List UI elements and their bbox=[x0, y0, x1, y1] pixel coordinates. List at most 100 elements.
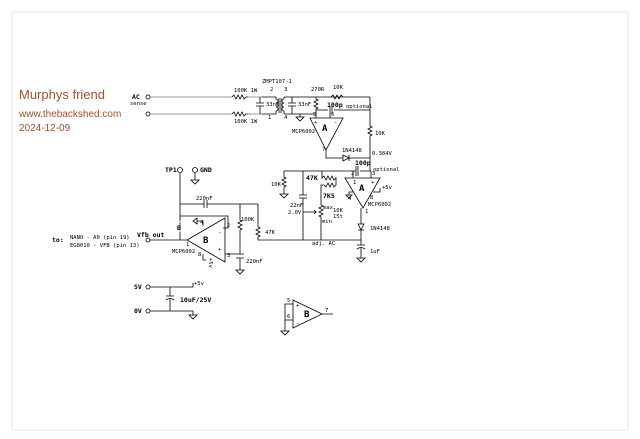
t-pin4: 4 bbox=[284, 115, 288, 121]
opb-box-label: B bbox=[177, 224, 181, 232]
ac-label: AC bbox=[132, 93, 140, 101]
t-pin2: 2 bbox=[270, 87, 273, 93]
cap-33nf-b-label: 33nF bbox=[298, 102, 311, 108]
r-10k-left bbox=[279, 171, 289, 199]
opb-pin4: 4 bbox=[200, 220, 204, 226]
ac-input-section: AC sense 100K 1W 100K 1W 33nF bbox=[130, 88, 279, 125]
cap-100p-b-label: 100p bbox=[355, 159, 371, 167]
t-pin3: 3 bbox=[284, 87, 287, 93]
cap-1uf-label: 1uF bbox=[370, 249, 380, 255]
v0-label: 0V bbox=[134, 307, 142, 315]
tp1-label: TP1 bbox=[165, 166, 177, 174]
p5v-label: +5v bbox=[194, 281, 205, 287]
diode-b-cap-1uf bbox=[356, 208, 366, 263]
r-in-top-label: 100K 1W bbox=[234, 88, 258, 94]
v5-label: 5V bbox=[134, 283, 142, 291]
opamp-b-triangle bbox=[186, 217, 226, 263]
opamp-b-unused: 5 + 6 - B 7 bbox=[280, 298, 333, 336]
pot-10k: 10K bbox=[333, 208, 344, 214]
vfb-out-label: Vfb out bbox=[137, 231, 164, 239]
opb-pin8: 8 bbox=[198, 252, 201, 258]
cap-33nf-a bbox=[256, 97, 264, 114]
gnd-terminal[interactable] bbox=[192, 167, 198, 173]
transformer-zmpt107: ZMPT107-1 2 3 1 4 33nF bbox=[262, 79, 370, 122]
opa2-power-wires bbox=[345, 188, 381, 199]
r-10k-left-label: 10K bbox=[271, 182, 282, 188]
cap-100p-a bbox=[315, 106, 370, 118]
cap-22nf-label: 22nF bbox=[290, 203, 303, 209]
r-47k-b-label: 47K bbox=[265, 230, 276, 236]
opb-pin2: 2 bbox=[227, 223, 230, 229]
r-10k-fb bbox=[330, 94, 344, 100]
r-47k-b bbox=[255, 204, 268, 241]
cap-33nf-b bbox=[288, 97, 296, 114]
nano-label: NANO - A0 (pin 19) bbox=[70, 235, 130, 241]
to-label: to: bbox=[52, 236, 64, 244]
opb-pin1: 1 bbox=[186, 242, 189, 248]
r-7k5-label: 7K5 bbox=[323, 192, 335, 200]
optional-a-label: optional bbox=[346, 104, 373, 110]
opa2-pin4: 4 bbox=[348, 196, 352, 202]
opa2-label: A bbox=[359, 184, 365, 194]
ground-icon bbox=[295, 114, 305, 122]
opb2-minus: - bbox=[296, 321, 299, 327]
opa-label: A bbox=[322, 124, 328, 134]
r-270-resistor bbox=[300, 97, 319, 115]
opb-pin3: 3 bbox=[227, 253, 230, 259]
potentiometer[interactable] bbox=[303, 204, 324, 240]
r-100k-label: 100K bbox=[241, 217, 255, 223]
v5-terminal[interactable] bbox=[145, 284, 151, 290]
transformer-label: ZMPT107-1 bbox=[262, 79, 292, 85]
page-title: Murphys friend bbox=[19, 87, 105, 102]
opb2-pin6: 6 bbox=[287, 314, 290, 320]
r-47k-7k5 bbox=[320, 171, 337, 205]
ac-wires bbox=[150, 96, 262, 115]
v0-terminal[interactable] bbox=[145, 308, 151, 314]
opb-5v: +5v bbox=[207, 258, 213, 269]
r-10k-right bbox=[367, 97, 373, 171]
gnd-label: GND bbox=[200, 166, 212, 174]
page-border bbox=[11, 11, 629, 431]
pot-15t: 15t bbox=[333, 214, 343, 220]
cap-22nf bbox=[299, 171, 307, 240]
opa2-out: 1 bbox=[365, 209, 368, 215]
cap-220nf-fb-label: 220nF bbox=[196, 196, 213, 202]
diode-a bbox=[325, 150, 370, 162]
diode-b-label: 1N4148 bbox=[370, 226, 390, 232]
opamp-b2-triangle bbox=[280, 299, 333, 336]
opa-minus: - bbox=[334, 120, 337, 126]
ac-terminal-top bbox=[145, 94, 151, 100]
opa2-plus: + bbox=[371, 180, 375, 186]
r-270-label: 270R bbox=[311, 87, 325, 93]
opamp-a2-triangle bbox=[344, 171, 381, 209]
opamp-a-top: 270R 10K 100p optional 5 6 + - A MCP6002… bbox=[292, 85, 393, 171]
date-label: 2024-12-09 bbox=[19, 123, 71, 134]
opa2-pin3: 3 bbox=[372, 171, 375, 177]
website-link[interactable]: www.thebackshed.com bbox=[19, 109, 122, 120]
pot-max: max bbox=[323, 205, 334, 211]
ac-terminal-bottom bbox=[145, 111, 151, 117]
opa2-pin1in: 1 bbox=[353, 180, 356, 186]
adj-ac-label: adj. AC bbox=[312, 241, 335, 247]
opb2-plus: + bbox=[296, 303, 300, 309]
cap-33nf-a-label: 33nF bbox=[266, 102, 279, 108]
opb-part: MCP6002 bbox=[172, 249, 195, 255]
r-10k-right-label: 10K bbox=[375, 131, 386, 137]
cap-220nf-b-label: 220nF bbox=[246, 259, 263, 265]
opa2-pin2: 2 bbox=[351, 171, 354, 177]
opb2-pin5: 5 bbox=[287, 298, 290, 304]
tp1-terminal[interactable] bbox=[177, 167, 183, 173]
t-pin1: 1 bbox=[268, 115, 271, 121]
eg8010-label: EG8010 - VFB (pin 13) bbox=[70, 243, 140, 249]
opb-minus: - bbox=[218, 230, 221, 236]
opa2-part: MCP6002 bbox=[368, 202, 391, 208]
opb-plus: + bbox=[218, 247, 222, 253]
opa-plus: + bbox=[314, 120, 318, 126]
opa-pin5: 5 bbox=[313, 112, 316, 118]
r-10k-fb-label: 10K bbox=[333, 85, 344, 91]
opb-power-wires bbox=[192, 217, 206, 261]
voltage-20-label: 2.0V bbox=[288, 210, 302, 216]
opamp-a-triangle bbox=[309, 117, 344, 151]
